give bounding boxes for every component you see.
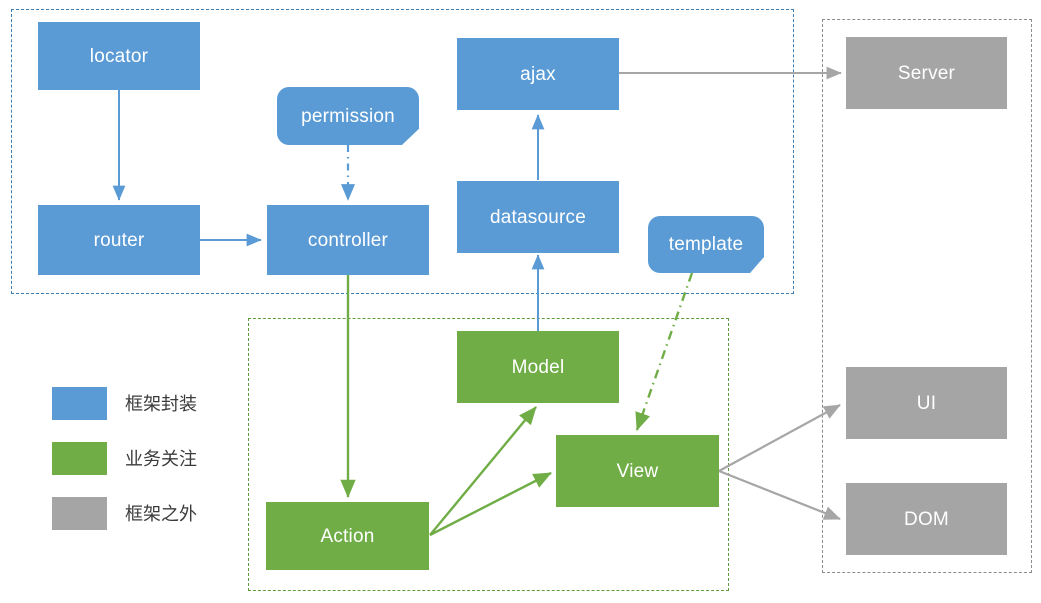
group-external [822,19,1032,573]
node-action[interactable]: Action [266,502,429,570]
legend-label-framework: 框架封装 [125,394,197,415]
legend-label-external: 框架之外 [125,504,197,525]
node-ajax[interactable]: ajax [457,38,619,110]
node-dom[interactable]: DOM [846,483,1007,555]
node-controller[interactable]: controller [267,205,429,275]
legend-item-business: 业务关注 [52,441,272,475]
legend-swatch-blue [52,386,107,420]
node-template[interactable]: template [648,216,764,273]
node-datasource[interactable]: datasource [457,181,619,253]
group-framework [11,9,794,294]
legend: 框架封装 业务关注 框架之外 [52,386,272,551]
node-permission[interactable]: permission [277,87,419,145]
legend-swatch-gray [52,496,107,530]
node-view[interactable]: View [556,435,719,507]
node-model[interactable]: Model [457,331,619,403]
node-locator[interactable]: locator [38,22,200,90]
node-router[interactable]: router [38,205,200,275]
legend-item-external: 框架之外 [52,496,272,530]
legend-swatch-green [52,441,107,475]
node-server[interactable]: Server [846,37,1007,109]
node-ui[interactable]: UI [846,367,1007,439]
legend-item-framework: 框架封装 [52,386,272,420]
legend-label-business: 业务关注 [125,449,197,470]
